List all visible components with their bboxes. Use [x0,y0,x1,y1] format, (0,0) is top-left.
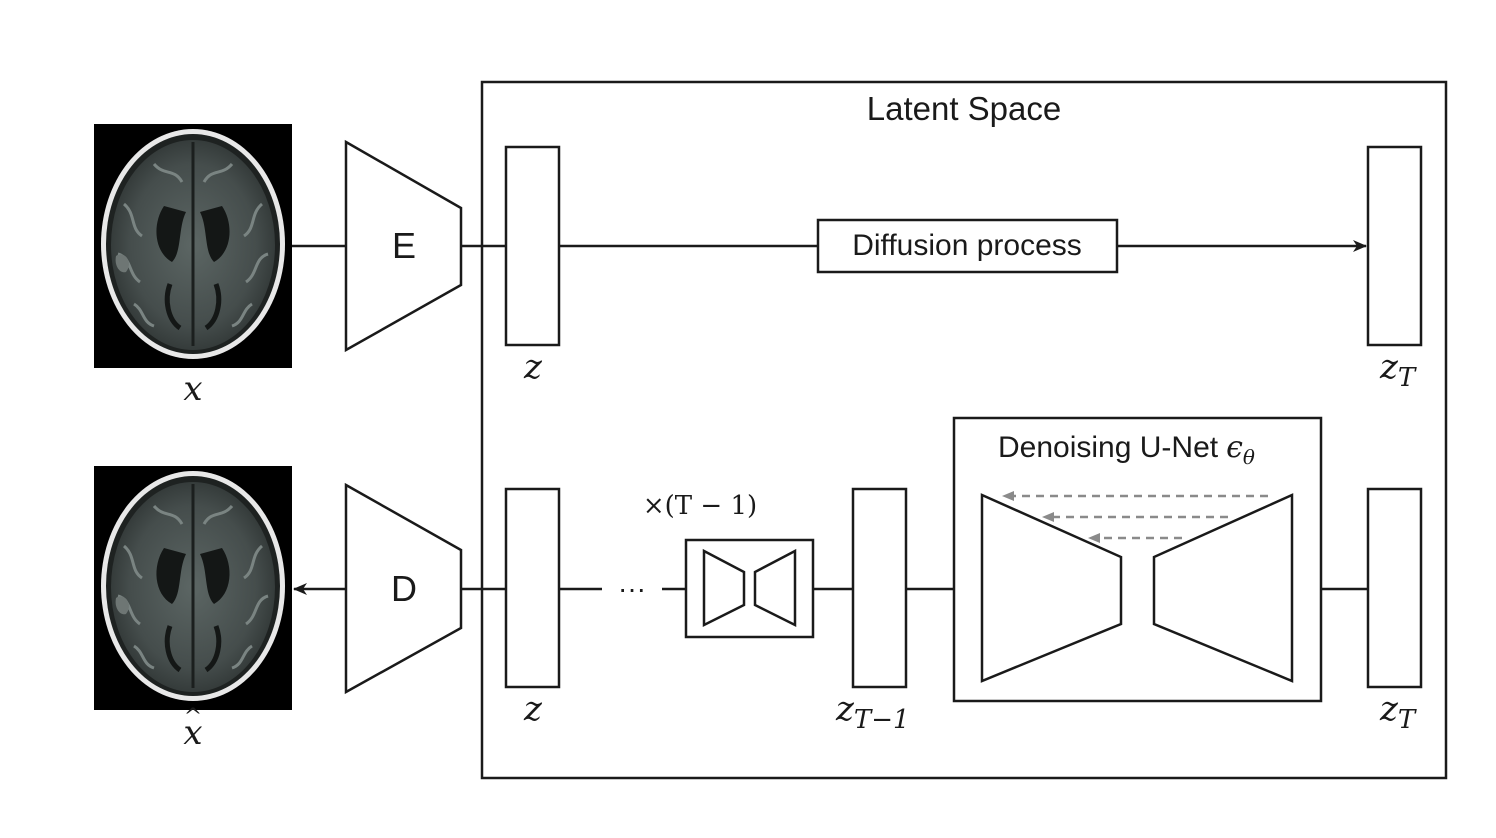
decoder-label: D [391,568,417,609]
latent-z-bottom-label: z [523,689,543,729]
latent-zT1-label: zT−1 [835,689,910,735]
repeat-unet-encoder [702,548,746,628]
decoder-trapezoid [344,482,463,695]
repeat-unet-decoder [753,548,797,628]
latent-zT1 [851,487,908,689]
latent-zT-top-label: zT [1379,347,1417,393]
latent-space-frame [480,80,1448,780]
unet-encoder-trapezoid [980,493,1123,683]
latent-zT-bottom-label: zT [1379,689,1417,735]
latent-zT-bottom [1366,487,1423,689]
latent-zT-top [1366,145,1423,347]
input-image-label: x [183,369,202,409]
ellipsis: ··· [618,573,646,604]
latent-space-title: Latent Space [867,90,1062,127]
encoder-trapezoid [344,139,463,353]
diffusion-process-label: Diffusion process [852,229,1082,262]
output-image-label: x [183,713,202,753]
encoder-label: E [392,225,416,266]
latent-z-top [504,145,561,347]
unet-decoder-trapezoid [1152,493,1294,683]
repeat-count-label: ×(T − 1) [643,491,757,521]
latent-z-bottom [504,487,561,689]
diffusion-process-box [816,218,1119,274]
input-mri-image [94,124,292,368]
output-mri-image [94,466,292,710]
output-image-hat: ^ [184,705,202,730]
latent-z-top-label: z [523,347,543,387]
